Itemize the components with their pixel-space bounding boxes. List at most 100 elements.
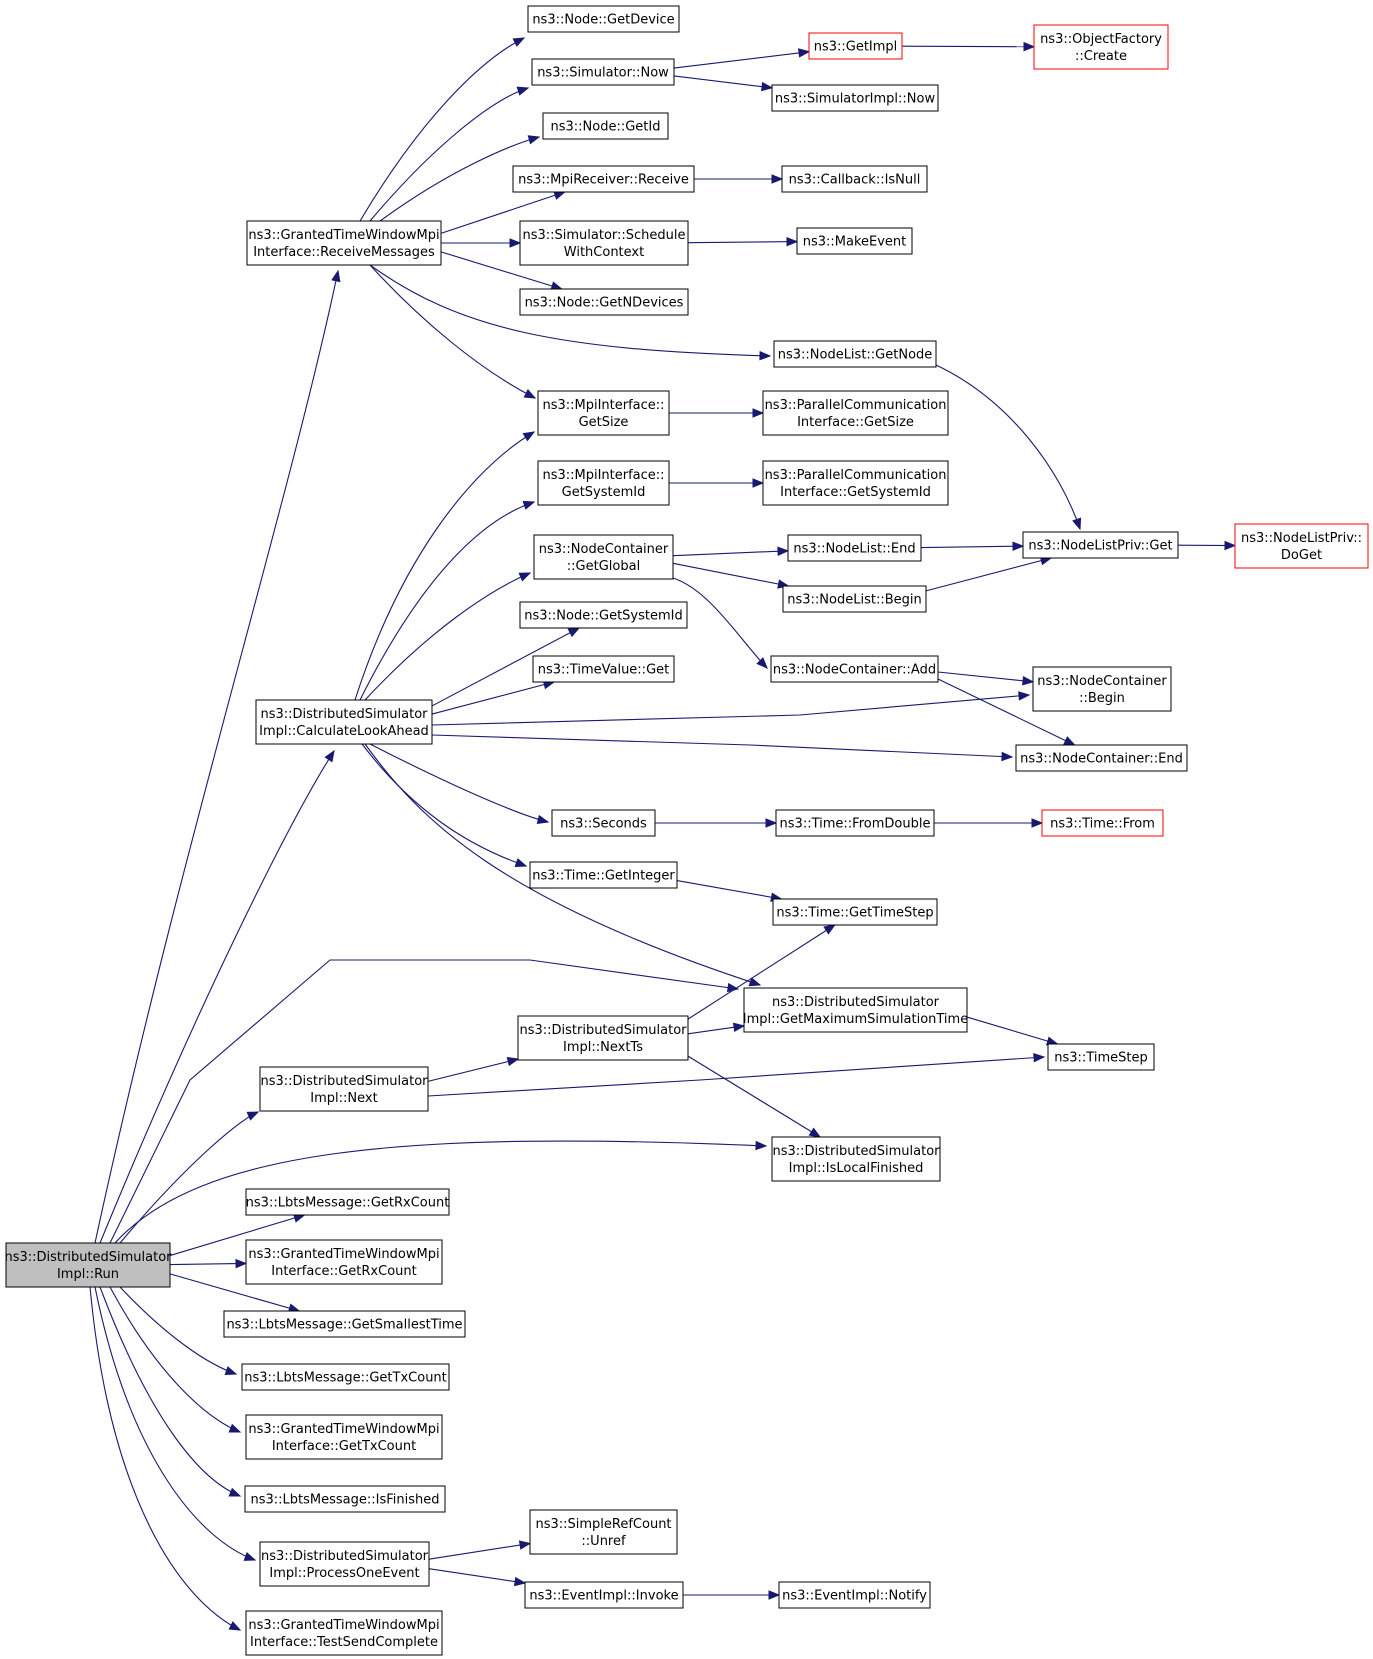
function-node-timefrom[interactable]: ns3::Time::From xyxy=(1041,809,1164,837)
call-edge-schedctx-to-makeevent xyxy=(687,236,799,247)
function-node-nlbegin[interactable]: ns3::NodeList::Begin xyxy=(782,585,927,613)
function-node-nlend[interactable]: ns3::NodeList::End xyxy=(787,534,922,562)
function-node-mpisysid[interactable]: ns3::MpiInterface::GetSystemId xyxy=(537,460,670,506)
function-node-mpirecv[interactable]: ns3::MpiReceiver::Receive xyxy=(512,165,695,193)
call-edge-mpirecv-to-cbisnull xyxy=(694,174,784,184)
function-node-box xyxy=(259,1541,430,1587)
function-node-label: ::Create xyxy=(1075,49,1127,64)
call-edge-calclook-to-getinteger xyxy=(361,743,528,868)
function-node-lbtsfin[interactable]: ns3::LbtsMessage::IsFinished xyxy=(244,1485,446,1513)
call-edge-ncglobal-to-nlbegin xyxy=(672,562,790,589)
function-node-timevalget[interactable]: ns3::TimeValue::Get xyxy=(532,655,675,683)
function-node-calclook[interactable]: ns3::DistributedSimulatorImpl::Calculate… xyxy=(255,699,433,745)
function-node-gtwrx[interactable]: ns3::GrantedTimeWindowMpiInterface::GetR… xyxy=(245,1239,443,1285)
function-node-box xyxy=(245,1414,443,1460)
function-node-label: ns3::EventImpl::Invoke xyxy=(529,1589,678,1604)
function-node-box xyxy=(770,655,939,683)
function-node-box xyxy=(527,5,680,33)
function-node-evinvoke[interactable]: ns3::EventImpl::Invoke xyxy=(524,1581,684,1609)
function-node-getinteger[interactable]: ns3::Time::GetInteger xyxy=(529,861,678,889)
call-edge-calclook-to-ncglobal xyxy=(364,572,532,701)
function-node-box xyxy=(762,390,949,436)
function-node-pcigetsysid[interactable]: ns3::ParallelCommunicationInterface::Get… xyxy=(762,460,949,506)
function-node-getimpl[interactable]: ns3::GetImpl xyxy=(808,32,903,60)
function-node-box xyxy=(531,58,675,86)
function-node-ncbegin[interactable]: ns3::NodeContainer::Begin xyxy=(1032,666,1172,712)
function-node-timefromdouble[interactable]: ns3::Time::FromDouble xyxy=(775,809,935,837)
call-edge-nextts-to-islocalfin xyxy=(687,1055,822,1138)
function-node-label: ns3::Callback::IsNull xyxy=(789,173,921,188)
function-node-testsend[interactable]: ns3::GrantedTimeWindowMpiInterface::Test… xyxy=(245,1610,443,1656)
function-node-ncadd[interactable]: ns3::NodeContainer::Add xyxy=(770,655,939,683)
function-node-pcigetsize[interactable]: ns3::ParallelCommunicationInterface::Get… xyxy=(762,390,949,436)
function-node-box xyxy=(532,655,675,683)
function-node-lbtsrx[interactable]: ns3::LbtsMessage::GetRxCount xyxy=(245,1188,450,1216)
call-graph-nodes: ns3::DistributedSimulatorImpl::Runns3::G… xyxy=(4,5,1369,1656)
function-node-makeevent[interactable]: ns3::MakeEvent xyxy=(796,227,913,255)
function-node-timestep[interactable]: ns3::TimeStep xyxy=(1047,1043,1155,1071)
function-node-box xyxy=(796,227,913,255)
call-edge-next-to-timestep xyxy=(427,1052,1046,1097)
function-node-nlgetnode[interactable]: ns3::NodeList::GetNode xyxy=(773,340,937,368)
function-node-mpisize[interactable]: ns3::MpiInterface::GetSize xyxy=(537,390,670,436)
function-node-label: ::Begin xyxy=(1079,691,1125,706)
function-node-label: ns3::MpiInterface:: xyxy=(542,398,664,413)
function-node-label: ns3::TimeStep xyxy=(1054,1051,1147,1066)
function-node-seconds[interactable]: ns3::Seconds xyxy=(551,809,656,837)
function-node-label: Impl::NextTs xyxy=(563,1040,643,1055)
function-node-box xyxy=(762,460,949,506)
function-node-islocalfin[interactable]: ns3::DistributedSimulatorImpl::IsLocalFi… xyxy=(771,1136,941,1182)
function-node-box xyxy=(5,1242,171,1288)
call-edge-ncglobal-to-ncadd xyxy=(672,577,768,669)
function-node-getmaxsim[interactable]: ns3::DistributedSimulatorImpl::GetMaximu… xyxy=(743,987,968,1033)
function-node-nodesysid[interactable]: ns3::Node::GetSystemId xyxy=(519,601,688,629)
function-node-ncend[interactable]: ns3::NodeContainer::End xyxy=(1015,744,1188,772)
function-node-simimplnow[interactable]: ns3::SimulatorImpl::Now xyxy=(771,84,939,112)
function-node-simpleunref[interactable]: ns3::SimpleRefCount::Unref xyxy=(529,1509,678,1555)
function-node-getdevice[interactable]: ns3::Node::GetDevice xyxy=(527,5,680,33)
function-node-getid[interactable]: ns3::Node::GetId xyxy=(542,112,669,140)
function-node-box xyxy=(542,112,669,140)
call-edge-timefromdouble-to-timefrom xyxy=(934,818,1044,828)
function-node-label: ns3::DistributedSimulator xyxy=(772,1144,940,1159)
call-edge-calclook-to-seconds xyxy=(369,743,550,825)
function-node-label: ns3::LbtsMessage::GetTxCount xyxy=(244,1371,447,1386)
function-node-box xyxy=(537,460,670,506)
function-node-simnow[interactable]: ns3::Simulator::Now xyxy=(531,58,675,86)
function-node-box xyxy=(771,1136,941,1182)
call-edge-calclook-to-getmaxsim xyxy=(364,743,762,987)
function-node-label: ns3::GetImpl xyxy=(814,40,898,55)
call-edge-getmaxsim-to-timestep xyxy=(966,1016,1059,1046)
function-node-box xyxy=(787,534,922,562)
function-node-label: ns3::NodeContainer::End xyxy=(1020,752,1183,767)
function-node-gettimestep[interactable]: ns3::Time::GetTimeStep xyxy=(772,898,938,926)
function-node-getndev[interactable]: ns3::Node::GetNDevices xyxy=(519,288,689,316)
function-node-objfactcreate[interactable]: ns3::ObjectFactory::Create xyxy=(1033,24,1169,70)
function-node-box xyxy=(772,898,938,926)
call-edge-procone-to-simpleunref xyxy=(428,1540,532,1560)
function-node-recvmsg[interactable]: ns3::GrantedTimeWindowMpiInterface::Rece… xyxy=(246,220,442,266)
function-node-gtwtx[interactable]: ns3::GrantedTimeWindowMpiInterface::GetT… xyxy=(245,1414,443,1460)
function-node-procone[interactable]: ns3::DistributedSimulatorImpl::ProcessOn… xyxy=(259,1541,430,1587)
function-node-box xyxy=(519,601,688,629)
function-node-nlprivget[interactable]: ns3::NodeListPriv::Get xyxy=(1022,531,1179,559)
function-node-label: ns3::LbtsMessage::IsFinished xyxy=(250,1493,439,1508)
function-node-lbtstx[interactable]: ns3::LbtsMessage::GetTxCount xyxy=(241,1363,450,1391)
function-node-box xyxy=(245,1239,443,1285)
call-edge-recvmsg-to-schedctx xyxy=(441,238,522,248)
function-node-nlprivdoget[interactable]: ns3::NodeListPriv::DoGet xyxy=(1234,523,1369,569)
function-node-ncglobal[interactable]: ns3::NodeContainer::GetGlobal xyxy=(533,534,674,580)
function-node-lbtssmall[interactable]: ns3::LbtsMessage::GetSmallestTime xyxy=(223,1310,466,1338)
function-node-label: ns3::Time::GetInteger xyxy=(532,869,675,884)
call-edge-mpisize-to-pcigetsize xyxy=(669,408,765,418)
function-node-evnotify[interactable]: ns3::EventImpl::Notify xyxy=(778,1581,931,1609)
function-node-label: GetSystemId xyxy=(562,485,646,500)
call-edge-nlbegin-to-nlprivget xyxy=(925,556,1053,592)
function-node-box xyxy=(743,987,968,1033)
function-node-cbisnull[interactable]: ns3::Callback::IsNull xyxy=(781,165,928,193)
call-edge-next-to-nextts xyxy=(427,1056,520,1082)
